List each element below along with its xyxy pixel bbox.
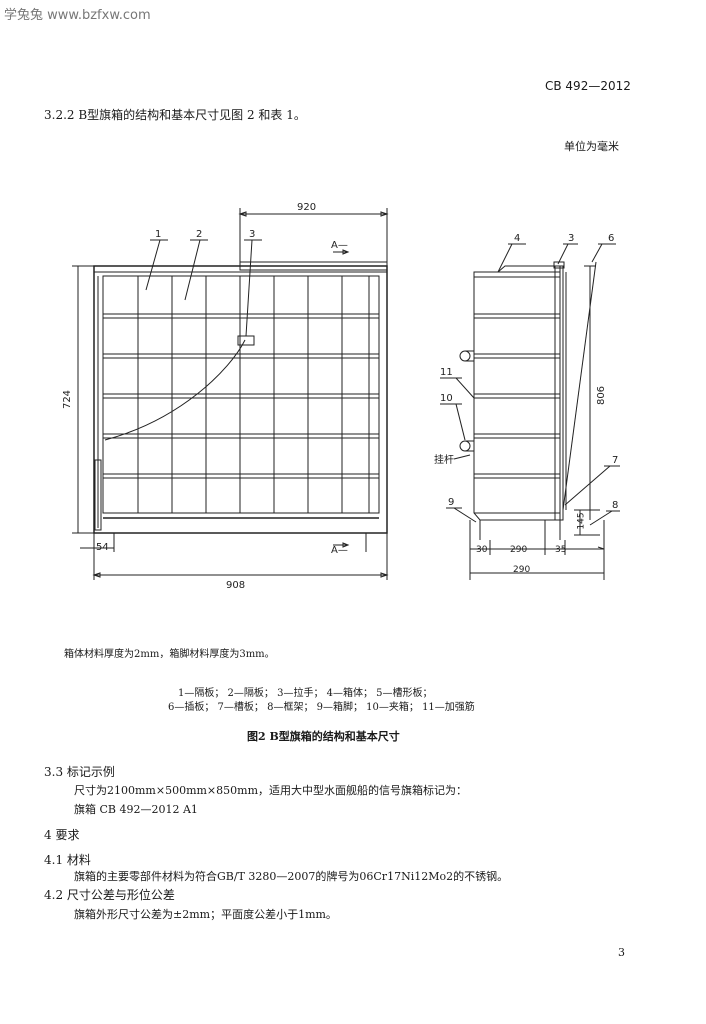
callout-6: 6: [608, 233, 615, 244]
side-label-hanger: 挂杆: [434, 455, 454, 466]
unit-note: 单位为毫米: [564, 140, 619, 153]
section-4-2-heading: 4.2 尺寸公差与形位公差: [44, 888, 175, 902]
dim-width-top: 920: [297, 202, 317, 213]
callout-3: 3: [249, 229, 256, 240]
callout-7: 7: [612, 455, 619, 466]
section-4-2-text: 旗箱外形尺寸公差为±2mm；平面度公差小于1mm。: [74, 908, 337, 921]
figure-caption: 图2 B型旗箱的结构和基本尺寸: [247, 730, 400, 743]
dim-height-left: 724: [62, 389, 74, 410]
figure-2-drawing: [72, 208, 620, 580]
section-3-3-text: 尺寸为2100mm×500mm×850mm，适用大中型水面舰船的信号旗箱标记为：: [74, 784, 468, 797]
section-3-3-heading: 3.3 标记示例: [44, 765, 115, 779]
callout-10: 10: [440, 393, 453, 404]
front-view: [72, 208, 389, 580]
section-4-1-heading: 4.1 材料: [44, 853, 91, 867]
legend-line-1: 1—隔板； 2—隔板； 3—拉手； 4—箱体； 5—槽形板；: [178, 688, 433, 699]
dim-height-side: 806: [596, 385, 608, 406]
callout-2: 2: [196, 229, 203, 240]
dim-base-total: 290: [513, 565, 531, 575]
dim-width-bottom: 908: [226, 580, 246, 591]
watermark: 学兔兔 www.bzfxw.com: [4, 8, 151, 23]
section-mark-top: A—: [331, 240, 348, 251]
section-4-1-text: 旗箱的主要零部件材料为符合GB/T 3280—2007的牌号为06Cr17Ni1…: [74, 870, 509, 883]
section-mark-bottom: A—: [331, 545, 348, 556]
callout-1: 1: [155, 229, 162, 240]
dim-base-b: 290: [510, 545, 528, 555]
dim-small-height: 145: [576, 512, 587, 530]
callout-11: 11: [440, 367, 453, 378]
section-3-2-2-text: 3.2.2 B型旗箱的结构和基本尺寸见图 2 和表 1。: [44, 108, 306, 122]
callout-4: 4: [514, 233, 521, 244]
callout-9: 9: [448, 497, 455, 508]
section-3-3-example: 旗箱 CB 492—2012 A1: [74, 803, 198, 816]
section-4-heading: 4 要求: [44, 828, 80, 842]
side-view: [440, 243, 620, 580]
legend-line-2: 6—插板； 7—槽板； 8—框架； 9—箱脚； 10—夹箱； 11—加强筋: [168, 702, 475, 713]
callout-8: 8: [612, 500, 619, 511]
figure-note: 箱体材料厚度为2mm，箱脚材料厚度为3mm。: [64, 649, 275, 660]
standard-number: CB 492—2012: [545, 79, 631, 93]
dim-bottom-left: 54: [96, 542, 109, 553]
dim-base-c: 35: [555, 545, 567, 555]
page-number: 3: [618, 946, 625, 959]
callout-3b: 3: [568, 233, 575, 244]
dim-base-a: 30: [476, 545, 488, 555]
